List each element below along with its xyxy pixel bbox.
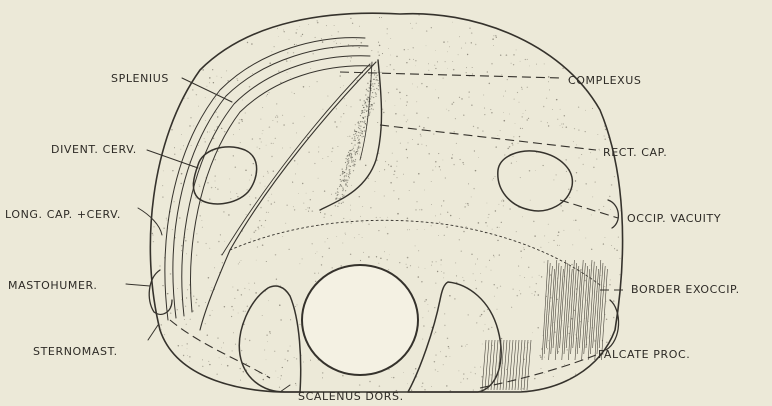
label-rect-cap: RECT. CAP. — [603, 147, 667, 159]
median-crest — [320, 60, 382, 210]
label-scalenus-dors: SCALENUS DORS. — [298, 391, 404, 403]
border-exoccip-hatching — [482, 260, 607, 390]
nuchal-line — [230, 220, 600, 285]
label-long-cap-cerv: LONG. CAP. +CERV. — [5, 209, 121, 221]
label-splenius: SPLENIUS — [111, 73, 169, 85]
sternomast-outline — [170, 320, 270, 378]
right-paroccipital-process — [608, 200, 618, 228]
label-occip-vacuity: OCCIP. VACUITY — [627, 213, 721, 225]
left-exoccipital — [239, 286, 300, 392]
label-divent-cerv: DIVENT. CERV. — [51, 144, 137, 156]
label-falcate-proc: FALCATE PROC. — [598, 349, 690, 361]
left-occip-vacuity — [193, 147, 256, 204]
label-mastohumer: MASTOHUMER. — [8, 280, 98, 292]
right-occip-vacuity — [498, 151, 573, 211]
label-complexus: COMPLEXUS — [568, 75, 642, 87]
label-sternomast: STERNOMAST. — [33, 346, 118, 358]
label-border-exoccip: BORDER EXOCCIP. — [631, 284, 740, 296]
foramen-magnum — [302, 265, 418, 375]
right-falcate-process — [606, 300, 619, 350]
